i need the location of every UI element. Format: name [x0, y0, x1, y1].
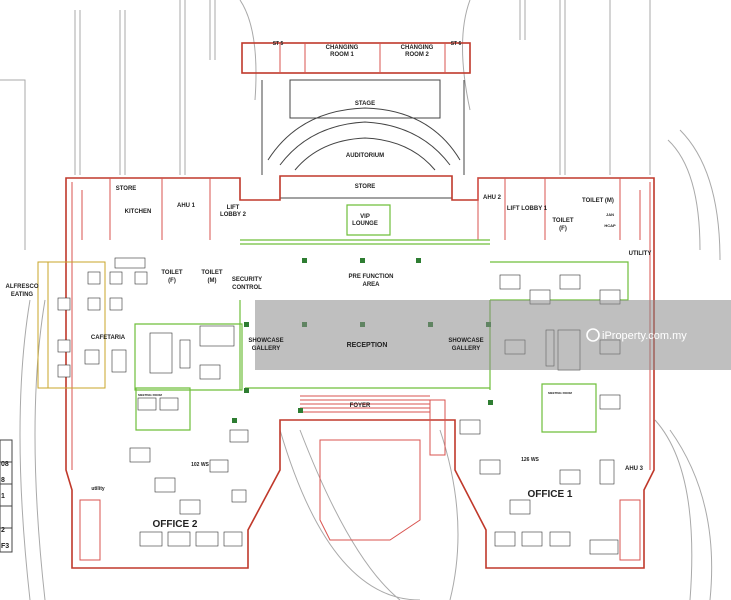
label-st-left: ST 5: [273, 41, 284, 47]
label-toilet-m-right: TOILET (M): [582, 198, 614, 204]
label-foyer: FOYER: [350, 403, 371, 409]
label-ahu-3: AHU 3: [625, 466, 644, 472]
watermark-text: iProperty.com.my: [602, 330, 687, 342]
label-toilet-f-left: TOILET(F): [161, 270, 183, 284]
label-office-1: OFFICE 1: [527, 489, 572, 500]
label-jan: JAN: [606, 212, 614, 217]
svg-text:F3: F3: [1, 543, 9, 550]
label-102-ws: 102 WS: [191, 462, 209, 468]
label-store-left: STORE: [116, 186, 137, 192]
label-toilet-f-right: TOILET(F): [552, 218, 574, 232]
watermark-band: [255, 300, 731, 370]
legend-fragments: 08 8 1 2 F3: [1, 461, 9, 550]
label-toilet-m-left: TOILET(M): [201, 270, 223, 284]
zone-lines: [134, 204, 629, 433]
svg-text:2: 2: [1, 527, 5, 534]
label-utility-right: UTILITY: [629, 251, 652, 257]
label-st-right: ST 6: [451, 41, 462, 47]
auditorium-block: [241, 42, 471, 199]
legend-stub: [0, 439, 13, 553]
label-office-2: OFFICE 2: [152, 519, 197, 530]
svg-text:8: 8: [1, 477, 5, 484]
watermark-logo-icon: [586, 328, 600, 342]
label-ahu-1: AHU 1: [177, 203, 196, 209]
label-utility-left: utility: [91, 486, 105, 492]
label-lift-lobby-1: LIFT LOBBY 1: [507, 206, 548, 212]
svg-text:08: 08: [1, 461, 9, 468]
furniture-cafeteria: [57, 257, 148, 378]
label-hcap: HCAP: [604, 223, 616, 228]
label-cafetaria: CAFETARIA: [91, 335, 126, 341]
label-reception: RECEPTION: [347, 342, 388, 349]
label-stage: STAGE: [355, 101, 375, 107]
label-kitchen: KITCHEN: [125, 209, 152, 215]
watermark: iProperty.com.my: [586, 328, 687, 342]
label-126-ws: 126 WS: [521, 457, 539, 463]
label-ahu-2: AHU 2: [483, 195, 502, 201]
label-meeting-room-right: MEETING ROOM: [548, 391, 572, 395]
furniture-office-2: [129, 325, 249, 547]
label-store-top: STORE: [355, 184, 376, 190]
svg-text:1: 1: [1, 493, 5, 500]
label-auditorium: AUDITORIUM: [346, 153, 384, 159]
cafeteria-zone: [37, 261, 106, 389]
label-meeting-room-left: MEETING ROOM: [138, 393, 162, 397]
